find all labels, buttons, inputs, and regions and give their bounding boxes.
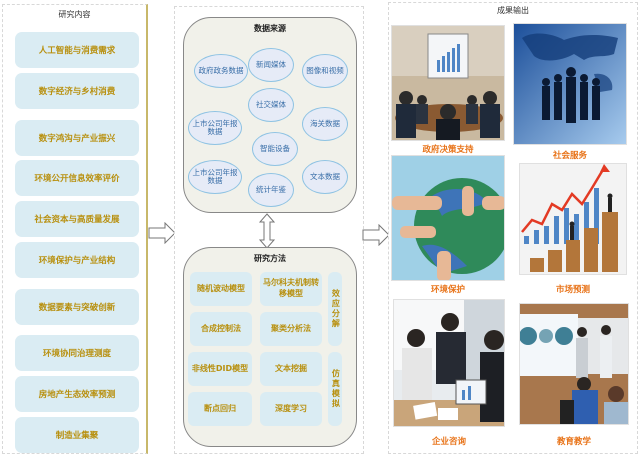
data-and-methods-panel: 数据来源 政府政务数据 新闻媒体 图像和视频 社交媒体 上市公司年报数据 海关数… (174, 6, 364, 454)
hands-holding-globe-image (391, 155, 505, 281)
research-content-title: 研究内容 (58, 10, 91, 19)
method-item-vertical: 仿真模拟 (328, 352, 342, 426)
flow-arrow-right-icon (148, 222, 176, 244)
method-item: 文本挖掘 (260, 352, 322, 386)
topic-item: 房地产生态效率预测 (15, 376, 139, 412)
topic-item: 社会资本与高质量发展 (15, 201, 139, 237)
topic-item: 数据要素与突破创新 (15, 289, 139, 325)
data-source-ellipse: 图像和视频 (302, 54, 348, 88)
research-methods-group: 研究方法 随机波动模型 马尔科夫机制转移模型 合成控制法 聚类分析法 非线性DI… (183, 247, 357, 447)
outputs-title: 成果输出 (497, 6, 529, 15)
data-source-ellipse: 海关数据 (302, 107, 348, 141)
data-source-ellipse: 上市公司年报数据 (188, 111, 242, 145)
output-caption: 政府决策支持 (422, 145, 474, 155)
coin-stacks-growth-chart-image (519, 163, 627, 275)
topic-item: 人工智能与消费需求 (15, 32, 139, 68)
data-source-ellipse: 新闻媒体 (248, 48, 294, 82)
method-item: 聚类分析法 (260, 312, 322, 346)
method-item: 非线性DID模型 (188, 352, 252, 386)
data-source-ellipse: 智能设备 (252, 132, 298, 166)
output-caption: 社会服务 (552, 151, 587, 161)
method-item: 断点回归 (188, 392, 252, 426)
data-source-ellipse: 上市公司年报数据 (188, 160, 242, 194)
data-source-ellipse: 统计年鉴 (248, 173, 294, 207)
data-source-ellipse: 文本数据 (302, 160, 348, 194)
method-item: 合成控制法 (190, 312, 252, 346)
method-item: 深度学习 (260, 392, 322, 426)
topic-item: 数字经济与乡村消费 (15, 73, 139, 109)
flow-arrow-right-icon (362, 224, 390, 246)
output-caption: 教育教学 (556, 437, 591, 447)
bidirectional-arrow-icon (259, 213, 275, 249)
method-item: 随机波动模型 (190, 272, 252, 306)
method-item-vertical: 效应分解 (328, 272, 342, 346)
classroom-presentation-image (519, 303, 629, 425)
conference-meeting-image (391, 25, 505, 141)
research-methods-title: 研究方法 (254, 254, 286, 263)
outputs-panel: 成果输出 政府决策支持 (388, 2, 638, 454)
topic-item: 制造业集聚 (15, 417, 139, 453)
research-content-panel: 研究内容 人工智能与消费需求 数字经济与乡村消费 数字鸿沟与产业振兴 环境公开信… (2, 4, 148, 454)
data-sources-title: 数据来源 (254, 24, 286, 33)
data-source-ellipse: 政府政务数据 (194, 54, 248, 88)
topic-item: 数字鸿沟与产业振兴 (15, 120, 139, 156)
topic-item: 环境保护与产业结构 (15, 242, 139, 278)
output-caption: 市场预测 (555, 285, 590, 295)
output-caption: 环境保护 (430, 285, 465, 295)
topic-item: 环境公开信息效率评价 (15, 160, 139, 196)
business-consulting-image (393, 299, 505, 427)
output-caption: 企业咨询 (431, 437, 466, 447)
world-map-silhouettes-image (513, 23, 627, 145)
topic-item: 环境协同治理测度 (15, 335, 139, 371)
method-item: 马尔科夫机制转移模型 (260, 272, 322, 306)
data-source-ellipse: 社交媒体 (248, 88, 294, 122)
data-sources-group: 数据来源 政府政务数据 新闻媒体 图像和视频 社交媒体 上市公司年报数据 海关数… (183, 17, 357, 213)
